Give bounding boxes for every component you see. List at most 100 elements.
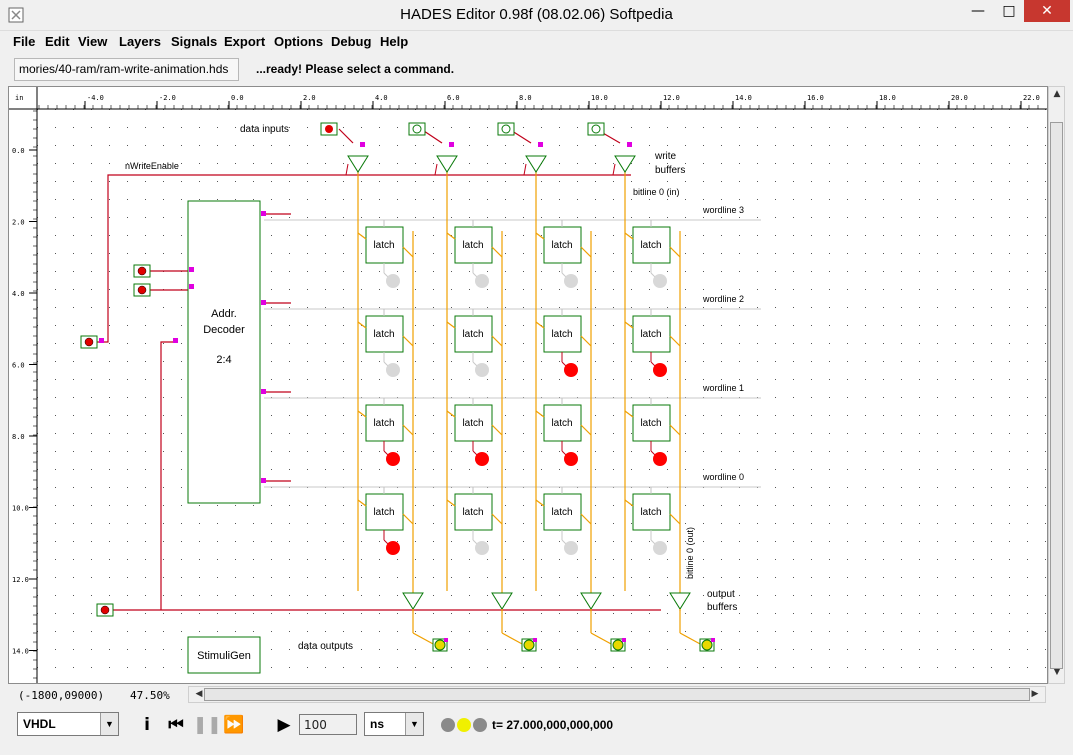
output-buffer[interactable]	[669, 592, 715, 652]
horizontal-scroll-thumb[interactable]	[204, 688, 1030, 701]
write-buffer[interactable]	[434, 142, 458, 176]
stimuli-label: StimuliGen	[197, 650, 251, 662]
input-switch-a1[interactable]	[133, 264, 151, 278]
ruler-y-label: 12.0	[12, 576, 29, 584]
sim-status-led-2	[457, 718, 471, 732]
window-title: HADES Editor 0.98f (08.02.06) Softpedia	[400, 6, 673, 23]
output-buffer[interactable]	[402, 592, 448, 652]
ruler-x-label: 2.0	[303, 94, 316, 102]
latch-cell[interactable]: latch	[535, 220, 592, 288]
run-icon[interactable]: ▶	[277, 715, 291, 735]
chevron-down-icon: ▼	[100, 713, 118, 735]
latch-array: latch latch latch latch latch latch latch latch…	[357, 220, 681, 555]
latch-cell[interactable]: latch	[535, 487, 592, 555]
label-bitline-in: bitline 0 (in)	[633, 187, 680, 197]
latch-output-led	[475, 363, 489, 377]
ruler-y-label: 8.0	[12, 433, 25, 441]
write-buffer[interactable]	[612, 142, 636, 176]
minimize-button[interactable]: —	[971, 3, 985, 19]
latch-cell[interactable]: latch	[624, 220, 681, 288]
scroll-left-icon[interactable]: ◀	[195, 689, 203, 699]
fast-forward-icon[interactable]: ⏩	[223, 715, 245, 735]
latch-output-led	[653, 363, 667, 377]
menu-help[interactable]: Help	[380, 34, 409, 49]
latch-cell[interactable]: latch	[535, 309, 592, 377]
latch-output-led	[653, 452, 667, 466]
output-buffer[interactable]	[491, 592, 537, 652]
file-path-field[interactable]: mories/40-ram/ram-write-animation.hds	[14, 58, 239, 81]
time-unit-select[interactable]: ns ▼	[364, 712, 424, 736]
scroll-up-icon[interactable]: ▲	[1053, 89, 1061, 99]
label-write-2: buffers	[655, 165, 685, 176]
decoder-label-1: Addr.	[211, 308, 237, 320]
latch-cell[interactable]: latch	[535, 398, 592, 466]
menu-layers[interactable]: Layers	[119, 34, 161, 49]
ruler-x-label: 4.0	[375, 94, 388, 102]
decoder-label-2: Decoder	[203, 324, 245, 336]
data-input-switches[interactable]	[320, 122, 605, 136]
latch-output-led	[564, 363, 578, 377]
label-data-outputs: data outputs	[298, 641, 353, 652]
menu-signals[interactable]: Signals	[171, 34, 218, 49]
latch-cell[interactable]: latch	[446, 309, 503, 377]
ruler-y-label: 0.0	[12, 147, 25, 155]
latch-output-led	[386, 452, 400, 466]
latch-cell[interactable]: latch	[446, 398, 503, 466]
maximize-button[interactable]: □	[1002, 3, 1016, 19]
vertical-scroll-thumb[interactable]	[1050, 122, 1063, 669]
scroll-right-icon[interactable]: ▶	[1031, 689, 1039, 699]
duration-input[interactable]: 100	[299, 714, 357, 735]
latch-cell[interactable]: latch	[446, 220, 503, 288]
input-switch-chipselect[interactable]	[96, 603, 114, 617]
address-decoder[interactable]	[187, 200, 261, 504]
menu-options[interactable]: Options	[274, 34, 324, 49]
latch-cell[interactable]: latch	[624, 487, 681, 555]
close-button[interactable]: ✕	[1024, 0, 1070, 22]
latch-label: latch	[462, 240, 483, 251]
latch-output-led	[653, 274, 667, 288]
latch-cell[interactable]: latch	[357, 398, 414, 466]
input-switch-a0[interactable]	[133, 283, 151, 297]
latch-cell[interactable]: latch	[357, 487, 414, 555]
language-select[interactable]: VHDL ▼	[17, 712, 119, 736]
language-value: VHDL	[23, 717, 56, 731]
menu-file[interactable]: File	[13, 34, 36, 49]
latch-output-led	[386, 541, 400, 555]
latch-cell[interactable]: latch	[357, 309, 414, 377]
label-write-1: write	[654, 151, 677, 162]
simulation-time: t= 27.000,000,000,000	[492, 718, 614, 732]
ruler-x-label: 10.0	[591, 94, 608, 102]
write-buffer[interactable]	[523, 142, 547, 176]
latch-cell[interactable]: latch	[624, 398, 681, 466]
latch-output-led	[564, 541, 578, 555]
scroll-down-icon[interactable]: ▼	[1053, 667, 1061, 677]
decoder-pins	[173, 211, 266, 483]
menu-debug[interactable]: Debug	[331, 34, 372, 49]
ruler-x-label: 8.0	[519, 94, 532, 102]
rewind-icon[interactable]: ⏮	[168, 715, 184, 735]
latch-cell[interactable]: latch	[446, 487, 503, 555]
menu-view[interactable]: View	[78, 34, 108, 49]
menu-export[interactable]: Export	[224, 34, 266, 49]
latch-cell[interactable]: latch	[624, 309, 681, 377]
menu-edit[interactable]: Edit	[45, 34, 70, 49]
label-nwrite: nWriteEnable	[125, 161, 179, 171]
ruler-x-label: 18.0	[879, 94, 896, 102]
input-switch-nwrite[interactable]	[80, 335, 104, 349]
pause-icon[interactable]: ❚❚	[193, 715, 222, 735]
label-wordline2: wordline 2	[702, 294, 744, 304]
label-bitline-out: bitline 0 (out)	[685, 527, 695, 579]
write-buffer[interactable]	[345, 142, 369, 176]
title-bar: HADES Editor 0.98f (08.02.06) Softpedia …	[0, 0, 1073, 31]
stimuli-generator[interactable]	[187, 636, 261, 674]
info-icon[interactable]: i	[144, 715, 150, 735]
latch-label: latch	[373, 507, 394, 518]
latch-label: latch	[373, 240, 394, 251]
latch-cell[interactable]: latch	[357, 220, 414, 288]
latch-output-led	[564, 274, 578, 288]
output-buffer[interactable]	[580, 592, 626, 652]
latch-label: latch	[640, 240, 661, 251]
zoom-level: 47.50%	[130, 689, 170, 702]
data-output-led	[434, 639, 446, 651]
